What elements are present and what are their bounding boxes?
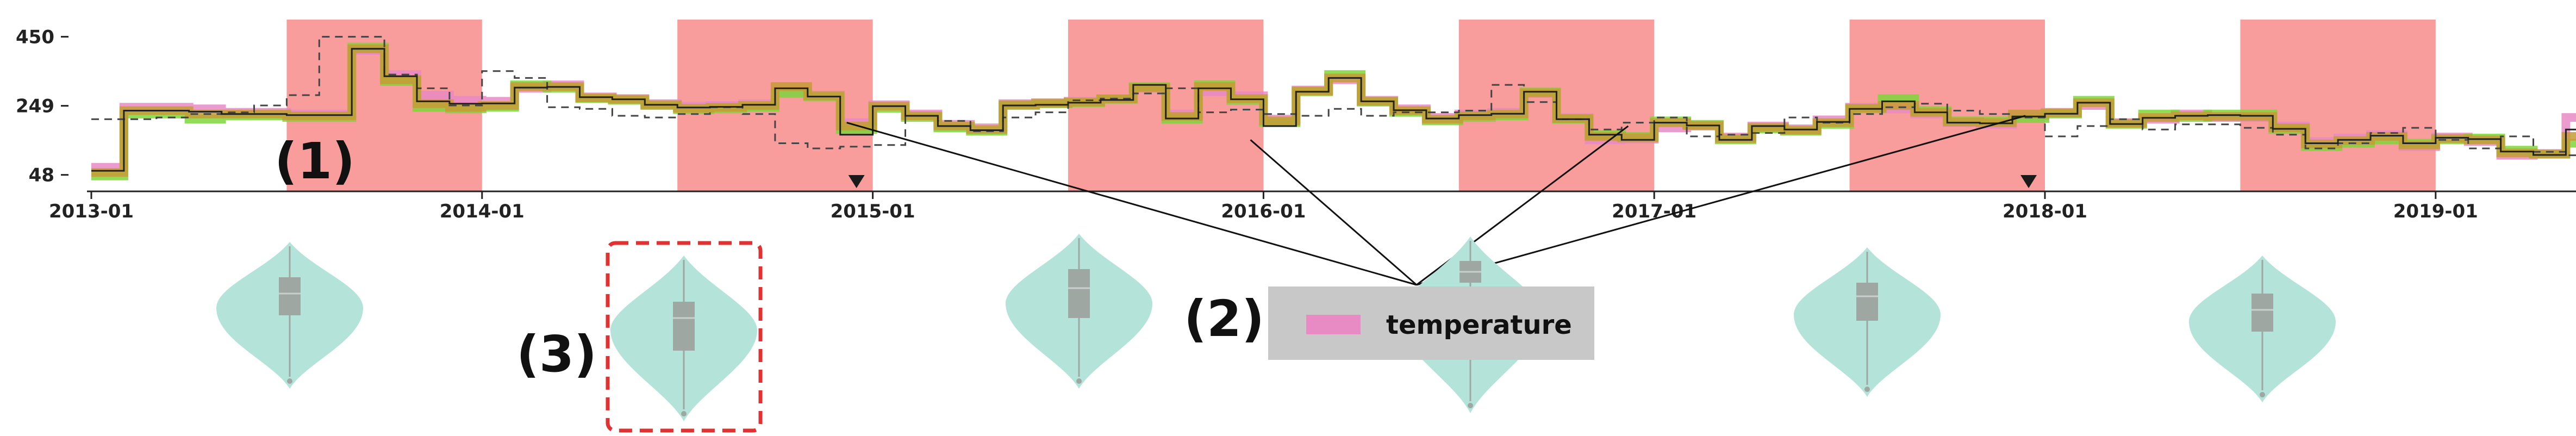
y-tick-label-1: 48: [29, 165, 54, 186]
violin-outlier-4: [1468, 403, 1473, 408]
x-tick-label-2: 2014-01: [440, 201, 525, 222]
connector-lines: [846, 115, 2026, 286]
x-tick-label-1: 2013-01: [49, 201, 134, 222]
series-line-4: [91, 36, 2576, 157]
connector-line-4: [1416, 115, 2026, 286]
violin-outlier-6: [2260, 392, 2265, 397]
violin-box-6: [2251, 294, 2273, 332]
annotation-label-2: (2): [1184, 290, 1264, 348]
triangle-markers: [848, 175, 2037, 188]
x-tick-label-6: 2018-01: [2003, 201, 2087, 222]
connector-line-2: [1250, 139, 1417, 286]
x-tick-label-4: 2016-01: [1221, 201, 1306, 222]
violin-outlier-5: [1864, 387, 1870, 392]
series-steps: [91, 36, 2576, 180]
violin-outlier-2: [681, 411, 687, 416]
violin-box-2: [673, 302, 695, 351]
annotation-label-3: (3): [516, 325, 597, 383]
violin-outlier-3: [1076, 378, 1082, 384]
legend-swatch: [1306, 315, 1361, 334]
connector-line-1: [846, 122, 1417, 286]
y-tick-label-3: 450: [16, 27, 54, 48]
x-tick-label-7: 2019-01: [2393, 201, 2478, 222]
violin-box-3: [1068, 269, 1090, 318]
y-tick-label-2: 249: [16, 96, 54, 117]
x-tick-label-3: 2015-01: [831, 201, 915, 222]
annotation-label-1: (1): [275, 132, 355, 190]
triangle-marker-2: [2020, 175, 2037, 188]
triangle-marker-1: [848, 175, 865, 188]
legend-box: temperature: [1268, 286, 1594, 360]
legend-label: temperature: [1386, 310, 1572, 340]
series-line-5: [91, 48, 2576, 172]
violin-outlier-1: [287, 378, 292, 384]
y-axis: 48 249 450: [16, 27, 68, 186]
selection-box[interactable]: [606, 241, 763, 433]
highlight-band-6: [2240, 20, 2436, 191]
violin-box-1: [279, 277, 301, 315]
violin-box-5: [1856, 283, 1878, 321]
